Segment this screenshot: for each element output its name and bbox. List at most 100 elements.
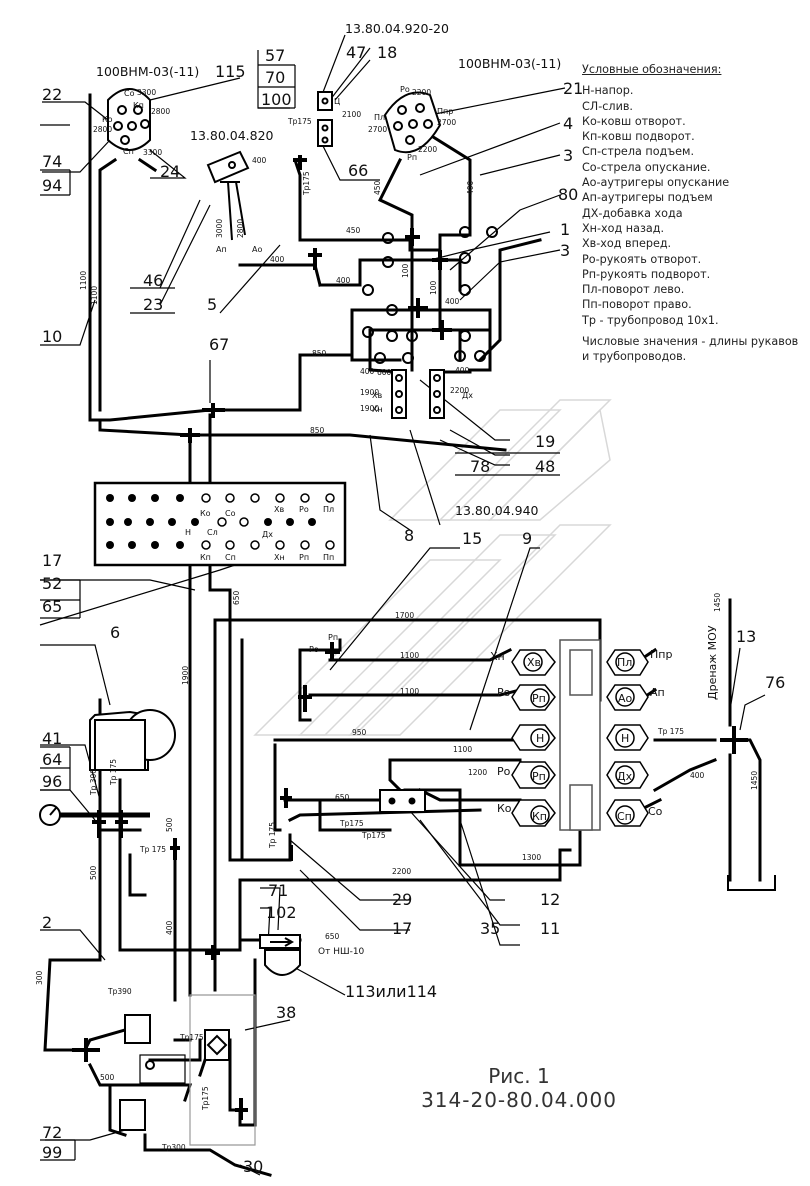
svg-text:1200: 1200 xyxy=(468,768,487,777)
block-940 xyxy=(391,369,445,419)
legend-item: Ао-аутригеры опускание xyxy=(582,176,730,190)
svg-text:Ро: Ро xyxy=(497,765,511,778)
watermark xyxy=(253,399,612,736)
ref-17a: 17 xyxy=(42,551,62,570)
svg-text:400: 400 xyxy=(466,180,475,195)
svg-text:500: 500 xyxy=(89,865,98,880)
ref-41: 41 xyxy=(42,729,62,748)
code-valve-right: 100ВНМ-03(-11) xyxy=(458,56,561,71)
svg-text:Тр 175: Тр 175 xyxy=(139,845,166,854)
svg-text:Сп: Сп xyxy=(123,147,134,156)
svg-text:450: 450 xyxy=(346,226,361,235)
svg-text:Тр390: Тр390 xyxy=(107,987,132,996)
valve-35 xyxy=(379,789,426,813)
svg-text:Ро: Ро xyxy=(309,645,319,654)
svg-text:Хв: Хв xyxy=(372,391,382,400)
legend-item: Со-стрела опускание. xyxy=(582,160,711,174)
svg-text:Рп: Рп xyxy=(532,692,546,705)
svg-text:Сп: Сп xyxy=(225,553,236,562)
svg-text:650: 650 xyxy=(335,793,350,802)
svg-text:3300: 3300 xyxy=(143,148,162,157)
distributor-block xyxy=(511,639,649,831)
svg-text:300: 300 xyxy=(35,970,44,985)
legend-item: Тр - трубопровод 10х1. xyxy=(582,313,719,327)
legend-item: ДХ-добавка хода xyxy=(582,206,683,220)
valve-left xyxy=(107,88,151,151)
svg-text:2200: 2200 xyxy=(450,386,469,395)
ref-47: 47 xyxy=(346,43,366,62)
block-820 xyxy=(206,150,250,241)
ref-94: 94 xyxy=(42,176,62,195)
svg-text:2800: 2800 xyxy=(151,107,170,116)
ref-6: 6 xyxy=(110,623,120,642)
ref-17b: 17 xyxy=(392,919,412,938)
figure-caption: Рис. 1 314-20-80.04.000 xyxy=(404,1064,634,1112)
svg-text:1900: 1900 xyxy=(181,666,190,685)
svg-text:1100: 1100 xyxy=(400,651,419,660)
legend-item: Пп-поворот право. xyxy=(582,298,692,312)
svg-text:Кп: Кп xyxy=(200,553,211,562)
ref-3b: 3 xyxy=(560,241,570,260)
svg-text:Тр175: Тр175 xyxy=(361,831,386,840)
svg-text:Тр 300: Тр 300 xyxy=(89,769,98,796)
svg-text:400: 400 xyxy=(336,276,351,285)
svg-text:Тр300: Тр300 xyxy=(161,1143,186,1152)
svg-text:2100: 2100 xyxy=(342,110,361,119)
svg-text:Рп: Рп xyxy=(299,553,309,562)
filter-102 xyxy=(259,934,301,976)
svg-text:Дх: Дх xyxy=(262,530,273,539)
ref-57: 57 xyxy=(265,46,285,65)
svg-text:Сл: Сл xyxy=(207,528,218,537)
svg-text:Рп: Рп xyxy=(328,633,338,642)
svg-text:Н: Н xyxy=(536,732,544,745)
svg-text:400: 400 xyxy=(252,156,267,165)
oil-tank xyxy=(89,709,176,771)
svg-text:Тр175: Тр175 xyxy=(179,1033,204,1042)
code-block-940: 13.80.04.940 xyxy=(455,503,539,518)
svg-text:400: 400 xyxy=(690,771,705,780)
ref-35: 35 xyxy=(480,919,500,938)
svg-text:Ко: Ко xyxy=(102,115,113,124)
legend-item: Хн-ход назад. xyxy=(582,221,665,235)
legend-item: Ро-рукоять отворот. xyxy=(582,252,702,266)
ref-80: 80 xyxy=(558,185,578,204)
ref-11: 11 xyxy=(540,919,560,938)
ref-8: 8 xyxy=(404,526,414,545)
hose-4 xyxy=(377,157,414,237)
svg-text:2800: 2800 xyxy=(93,125,112,134)
svg-text:Пп: Пп xyxy=(323,553,334,562)
svg-text:Тр 175: Тр 175 xyxy=(657,727,684,736)
svg-text:Хн: Хн xyxy=(372,405,383,414)
svg-text:Ап: Ап xyxy=(216,245,227,254)
block-920 xyxy=(317,91,333,147)
ref-3a: 3 xyxy=(563,146,573,165)
code-block-820: 13.80.04.820 xyxy=(190,128,274,143)
figure-label: Рис. 1 xyxy=(488,1064,550,1088)
svg-text:500: 500 xyxy=(100,1073,115,1082)
svg-text:Ао: Ао xyxy=(618,692,633,705)
svg-text:Пл: Пл xyxy=(617,656,632,669)
svg-text:2800: 2800 xyxy=(236,219,245,238)
svg-text:Дх: Дх xyxy=(462,391,473,400)
ref-70: 70 xyxy=(265,68,285,87)
svg-text:2200: 2200 xyxy=(412,88,431,97)
svg-text:Ро: Ро xyxy=(299,505,309,514)
ref-64: 64 xyxy=(42,750,62,769)
svg-text:1100: 1100 xyxy=(400,687,419,696)
code-drain: Дренаж МОУ xyxy=(706,625,719,700)
ref-19: 19 xyxy=(535,432,555,451)
ref-78: 78 xyxy=(470,457,490,476)
ref-24: 24 xyxy=(160,162,180,181)
legend-item: Сп-стрела подъем. xyxy=(582,145,695,159)
svg-text:Со: Со xyxy=(648,805,663,818)
hose-3 xyxy=(427,132,472,237)
svg-text:Ц: Ц xyxy=(334,97,340,106)
legend-item: Ко-ковш отворот. xyxy=(582,114,686,128)
svg-text:Ро: Ро xyxy=(497,686,511,699)
ref-38: 38 xyxy=(276,1003,296,1022)
port-circles xyxy=(362,226,498,364)
ref-74: 74 xyxy=(42,152,62,171)
pipe-left-2 xyxy=(98,157,118,412)
svg-text:Кп: Кп xyxy=(133,101,144,110)
